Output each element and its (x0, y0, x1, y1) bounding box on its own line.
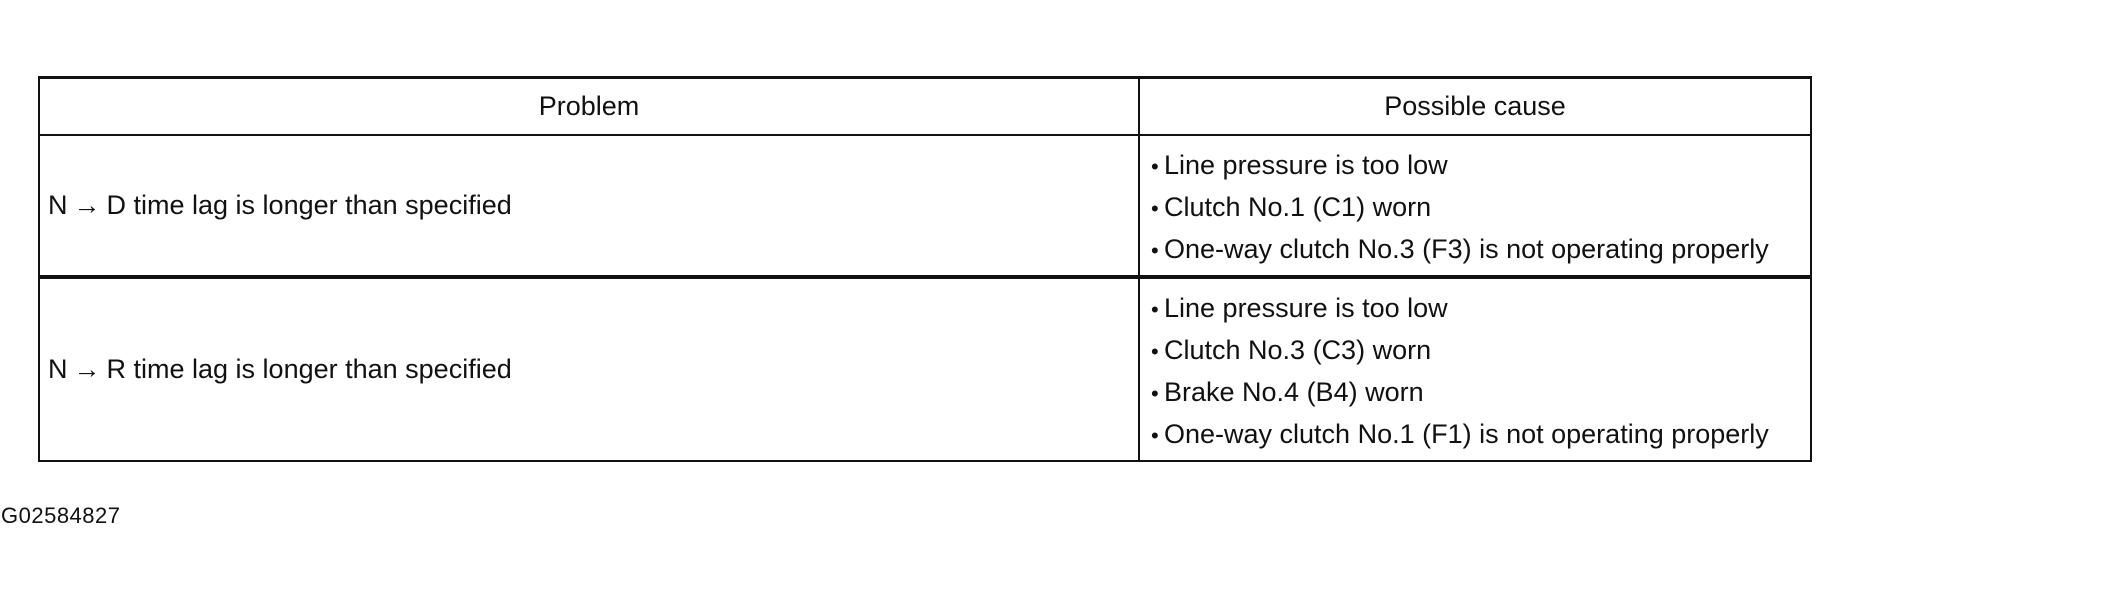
cause-text: Clutch No.3 (C3) worn (1164, 335, 1432, 365)
problem-description: time lag is longer than specified (133, 354, 512, 384)
bullet-icon: • (1151, 339, 1159, 364)
cause-item: •One-way clutch No.1 (F1) is not operati… (1151, 413, 1810, 455)
cause-text: One-way clutch No.1 (F1) is not operatin… (1164, 419, 1769, 449)
bullet-icon: • (1151, 423, 1159, 448)
cause-text: Line pressure is too low (1164, 293, 1448, 323)
bullet-icon: • (1151, 196, 1159, 221)
problem-cell: N→D time lag is longer than specified (38, 134, 1140, 279)
cause-item: •One-way clutch No.3 (F3) is not operati… (1151, 228, 1810, 270)
cause-item: •Clutch No.3 (C3) worn (1151, 329, 1810, 371)
arrow-icon: → (73, 354, 101, 384)
bullet-icon: • (1151, 154, 1159, 179)
cause-cell: •Line pressure is too low •Clutch No.1 (… (1138, 134, 1812, 279)
problem-cell: N→R time lag is longer than specified (38, 276, 1140, 462)
problem-description: time lag is longer than specified (133, 190, 512, 220)
shift-from: N (48, 190, 68, 220)
cause-list: •Line pressure is too low •Clutch No.1 (… (1151, 144, 1810, 270)
bullet-icon: • (1151, 297, 1159, 322)
cause-text: Line pressure is too low (1164, 150, 1448, 180)
problem-cause-table: Problem Possible cause N→D time lag is l… (38, 76, 1812, 462)
table-row: N→R time lag is longer than specified •L… (38, 276, 1812, 462)
cause-cell: •Line pressure is too low •Clutch No.3 (… (1138, 276, 1812, 462)
cause-item: •Line pressure is too low (1151, 287, 1810, 329)
cause-text: Brake No.4 (B4) worn (1164, 377, 1424, 407)
cause-list: •Line pressure is too low •Clutch No.3 (… (1151, 287, 1810, 455)
table-header-row: Problem Possible cause (38, 76, 1812, 136)
cause-text: Clutch No.1 (C1) worn (1164, 192, 1432, 222)
shift-from: N (48, 354, 68, 384)
shift-to: D (106, 190, 127, 220)
cause-item: •Brake No.4 (B4) worn (1151, 371, 1810, 413)
table-row: N→D time lag is longer than specified •L… (38, 134, 1812, 279)
arrow-icon: → (73, 190, 101, 220)
bullet-icon: • (1151, 381, 1159, 406)
shift-to: R (106, 354, 127, 384)
possible-cause-column-header: Possible cause (1138, 76, 1812, 136)
figure-id-caption: G02584827 (1, 503, 121, 528)
cause-text: One-way clutch No.3 (F3) is not operatin… (1164, 234, 1769, 264)
problem-column-header: Problem (38, 76, 1140, 136)
cause-item: •Clutch No.1 (C1) worn (1151, 186, 1810, 228)
cause-item: •Line pressure is too low (1151, 144, 1810, 186)
bullet-icon: • (1151, 238, 1159, 263)
